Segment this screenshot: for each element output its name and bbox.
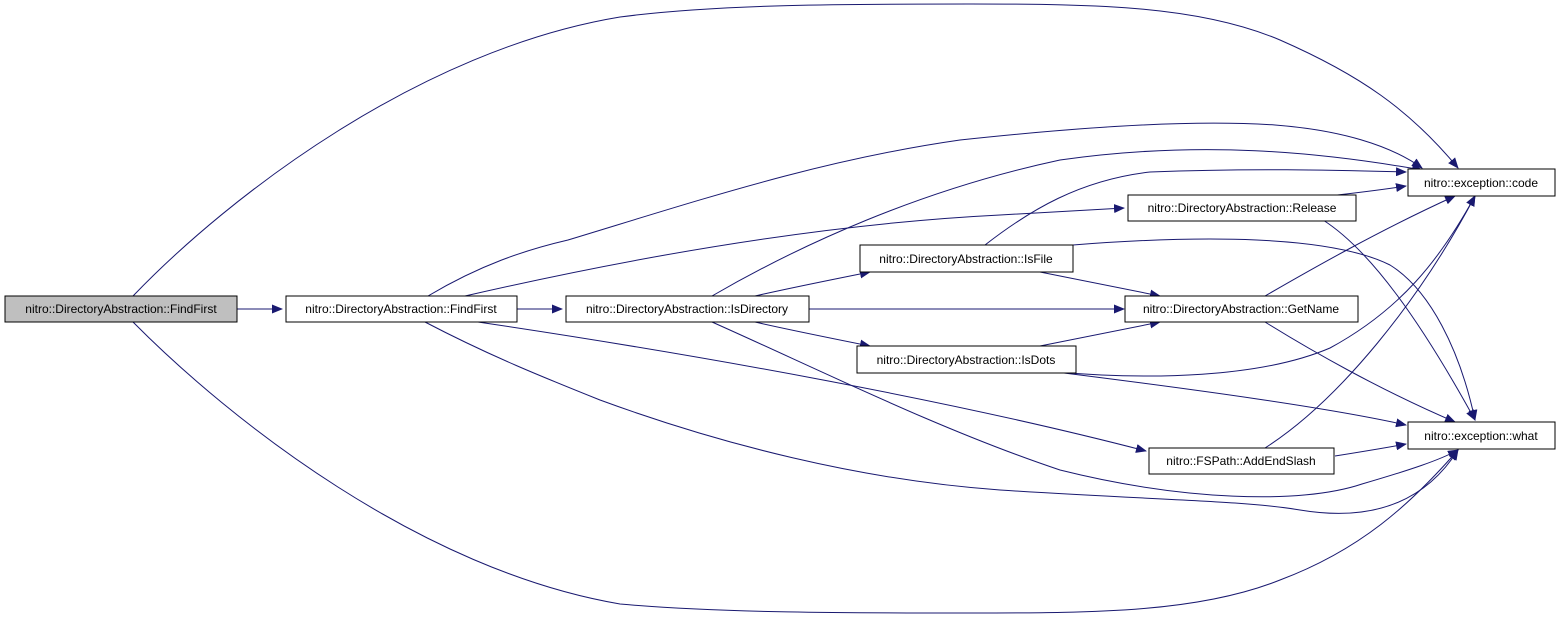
node-root[interactable]: nitro::DirectoryAbstraction::FindFirst [4,295,238,323]
node-findfirst-label: nitro::DirectoryAbstraction::FindFirst [305,302,497,316]
node-root-label: nitro::DirectoryAbstraction::FindFirst [25,302,217,316]
edge-release-to-what [1322,219,1476,421]
node-addendslash[interactable]: nitro::FSPath::AddEndSlash [1148,447,1335,475]
node-isdirectory-label: nitro::DirectoryAbstraction::IsDirectory [586,302,788,316]
node-isdots[interactable]: nitro::DirectoryAbstraction::IsDots [856,345,1077,374]
edge-findfirst-to-addendslash [477,321,1147,453]
node-getname[interactable]: nitro::DirectoryAbstraction::GetName [1124,295,1359,323]
node-isdots-label: nitro::DirectoryAbstraction::IsDots [877,353,1056,367]
node-release-label: nitro::DirectoryAbstraction::Release [1148,201,1337,215]
node-addendslash-label: nitro::FSPath::AddEndSlash [1166,454,1315,468]
edge-isfile-to-code [984,167,1407,246]
node-isdirectory[interactable]: nitro::DirectoryAbstraction::IsDirectory [565,295,810,323]
edge-isdirectory-to-what [711,321,1459,498]
edge-findfirst-to-release [464,204,1125,297]
edge-findfirst-to-what [424,321,1459,514]
edge-root-to-code [132,3,1459,297]
edge-isdots-to-getname [1039,319,1161,347]
edge-isfile-to-what [1072,238,1478,421]
edge-isdots-to-what [1055,371,1407,428]
node-what[interactable]: nitro::exception::what [1407,421,1556,450]
node-what-label: nitro::exception::what [1424,429,1538,443]
nodes: nitro::DirectoryAbstraction::FindFirst n… [4,168,1556,475]
edge-isdirectory-to-isfile [754,269,871,297]
edge-getname-to-what [1264,321,1456,423]
edge-isfile-to-getname [1039,271,1161,299]
node-isfile[interactable]: nitro::DirectoryAbstraction::IsFile [859,244,1074,273]
edge-addendslash-to-what [1334,441,1407,457]
node-code[interactable]: nitro::exception::code [1407,168,1556,197]
node-code-label: nitro::exception::code [1424,176,1538,190]
edge-findfirst-to-code [427,122,1423,297]
edge-isdots-to-code [1055,195,1476,377]
node-getname-label: nitro::DirectoryAbstraction::GetName [1143,302,1339,316]
edge-root-to-what [132,321,1459,614]
node-isfile-label: nitro::DirectoryAbstraction::IsFile [879,252,1053,266]
edges [132,3,1478,614]
edge-isdirectory-to-code [711,149,1423,297]
node-findfirst[interactable]: nitro::DirectoryAbstraction::FindFirst [285,295,518,323]
node-release[interactable]: nitro::DirectoryAbstraction::Release [1127,194,1357,222]
edge-getname-to-code [1264,195,1456,297]
edge-isdirectory-to-isdots [754,321,871,349]
edge-addendslash-to-code [1264,195,1476,449]
